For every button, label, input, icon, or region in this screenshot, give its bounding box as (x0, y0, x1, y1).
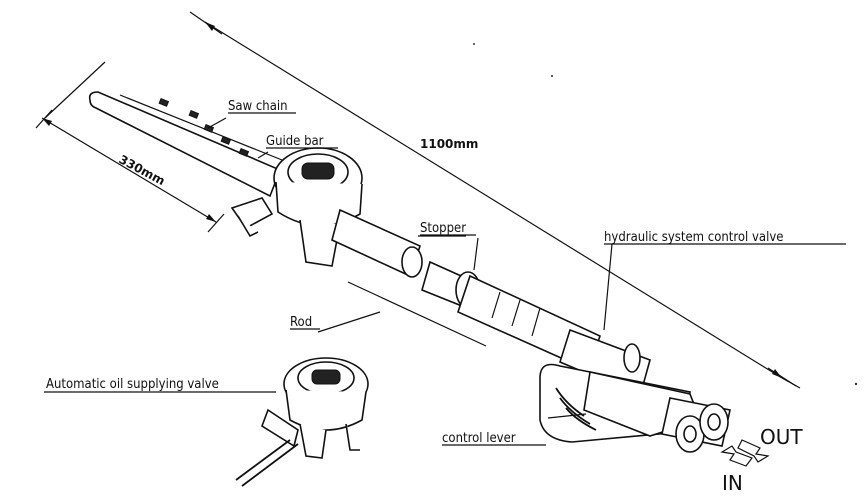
label-1100mm: 1100mm (420, 137, 478, 151)
dimension-330mm (35, 61, 225, 233)
hydraulic-ports (675, 403, 729, 453)
label-330mm: 330mm (117, 152, 168, 188)
flow-arrows (720, 439, 770, 467)
label-in: IN (722, 471, 743, 495)
label-saw-chain: Saw chain (228, 99, 288, 114)
label-hydraulic-valve: hydraulic system control valve (604, 230, 783, 245)
label-out: OUT (760, 425, 803, 449)
label-oil-valve: Automatic oil supplying valve (46, 377, 219, 392)
leader-lines (44, 117, 613, 419)
label-rod: Rod (290, 315, 312, 330)
label-stopper: Stopper (420, 221, 466, 236)
saw-chain (158, 97, 250, 157)
label-guide-bar: Guide bar (266, 134, 324, 149)
dimension-1100mm (189, 11, 801, 389)
oil-valve-inset (235, 357, 369, 487)
label-control-lever: control lever (442, 431, 516, 446)
